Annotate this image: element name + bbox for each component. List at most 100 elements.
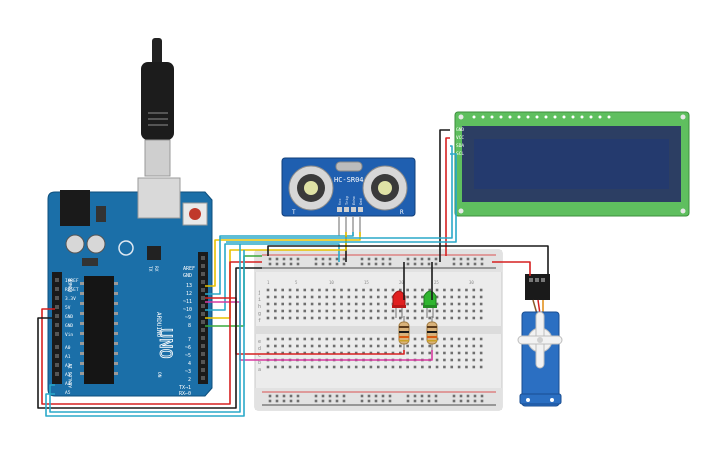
row-b: b xyxy=(258,360,261,366)
power-jack xyxy=(60,190,90,226)
row-c: c xyxy=(258,353,261,359)
sensor-gnd-label: Gnd xyxy=(359,199,363,206)
green-led xyxy=(423,290,437,318)
capacitor-right xyxy=(86,234,106,254)
col-15: 15 xyxy=(364,280,369,285)
pin-0-label: RX←0 xyxy=(179,391,191,397)
usb-cable xyxy=(141,38,174,177)
power-section-label: POWER xyxy=(68,278,74,292)
wire-servo-gnd xyxy=(267,245,549,280)
wire-lcd-vcc xyxy=(445,137,450,256)
pin-1-label: TX→1 xyxy=(179,385,191,391)
pin-12-label: 12 xyxy=(186,291,192,297)
pin-10-label: ~10 xyxy=(183,307,192,313)
usb-port xyxy=(137,177,181,219)
lcd-vcc-label: VCC xyxy=(456,135,464,141)
arduino-model-text: UNO xyxy=(155,328,175,359)
col-25: 25 xyxy=(434,280,439,285)
pin-13-label: 13 xyxy=(186,283,192,289)
gnd-label: GND xyxy=(183,273,192,279)
capacitor-left xyxy=(65,234,85,254)
reset-button[interactable] xyxy=(189,208,201,220)
a3-label: A3 xyxy=(65,372,71,378)
sensor-r-label: R xyxy=(400,209,404,216)
sensor-name: HC-SR04 xyxy=(334,176,364,184)
col-5: 5 xyxy=(295,280,298,285)
wire-lcd-gnd xyxy=(439,129,450,262)
3v3-label: 3.3V xyxy=(65,296,76,302)
breadboard: j i h g f e d c b a 1 5 10 15 20 25 30 xyxy=(254,249,503,411)
aref-label: AREF xyxy=(183,266,195,272)
lcd-gnd-label: GND xyxy=(456,127,464,133)
arduino-logo-icon xyxy=(118,240,134,256)
atmega-chip xyxy=(84,276,114,384)
pin-2-label: 2 xyxy=(188,377,191,383)
sensor-echo-label: Echo xyxy=(352,196,356,205)
sensor-vcc-label: Vcc xyxy=(338,199,342,206)
red-led xyxy=(392,290,406,318)
pin-7-label: 7 xyxy=(188,337,191,343)
a0-label: A0 xyxy=(65,345,71,351)
wire-echo xyxy=(205,232,354,295)
a2-label: A2 xyxy=(65,363,71,369)
col-10: 10 xyxy=(329,280,334,285)
digital-header xyxy=(198,252,208,384)
servo-connector xyxy=(525,274,550,300)
row-e: e xyxy=(258,339,261,345)
power-analog-header xyxy=(52,272,62,384)
col-20: 20 xyxy=(399,280,404,285)
row-i: i xyxy=(258,297,261,303)
gnd2-label: GND xyxy=(65,323,73,329)
wire-5v xyxy=(41,261,262,405)
row-a: a xyxy=(258,367,261,373)
arduino-uno: AREF GND 13 12 ~11 ~10 ~9 8 7 ~6 ~5 4 ~3… xyxy=(47,177,213,397)
arduino-brand-text: ARDUINO xyxy=(155,312,162,338)
wire-green xyxy=(205,255,262,327)
lcd-i2c-display: GND VCC SDA SCL xyxy=(450,111,690,217)
pin-8-label: 8 xyxy=(188,323,191,329)
wire-a5-scl xyxy=(45,250,245,417)
rx-label: RX xyxy=(153,266,159,272)
reset-label: RESET xyxy=(65,287,79,293)
resistor-1 xyxy=(398,316,410,352)
5v-label: 5V xyxy=(65,305,71,311)
col-1: 1 xyxy=(267,280,270,285)
ioref-label: IOREF xyxy=(65,278,79,284)
pin-5-label: ~5 xyxy=(185,353,191,359)
pin-3-label: ~3 xyxy=(185,369,191,375)
pin-4-label: 4 xyxy=(188,361,191,367)
wire-servo-vcc xyxy=(492,261,531,276)
wires xyxy=(37,129,549,417)
row-h: h xyxy=(258,304,261,310)
on-label: ON xyxy=(156,372,162,378)
a4-label: A4 xyxy=(65,381,71,387)
lcd-scl-label: SCL xyxy=(456,151,464,157)
sensor-trig-label: Trig xyxy=(345,196,349,205)
tx-label: TX xyxy=(147,266,153,272)
servo-motor xyxy=(517,274,563,407)
sensor-t-label: T xyxy=(292,209,296,216)
wire-yellow-2 xyxy=(205,232,347,319)
hc-sr04-sensor: HC-SR04 T R Vcc Trig Echo Gnd xyxy=(281,157,416,236)
vin-label: Vin xyxy=(65,332,73,338)
row-d: d xyxy=(258,346,261,352)
pin-11-label: ~11 xyxy=(183,299,192,305)
lcd-sda-label: SDA xyxy=(456,143,464,149)
row-f: f xyxy=(258,318,261,324)
wire-a4-sda xyxy=(49,244,241,413)
a5-label: A5 xyxy=(65,390,71,396)
col-30: 30 xyxy=(469,280,474,285)
row-g: g xyxy=(258,311,261,317)
wire-lcd-scl xyxy=(226,153,457,243)
row-j: j xyxy=(258,290,261,296)
analog-section-label: ANALOG IN xyxy=(68,363,74,388)
gnd1-label: GND xyxy=(65,314,73,320)
lcd-screen xyxy=(474,139,669,189)
pin-6-label: ~6 xyxy=(185,345,191,351)
pin-9-label: ~9 xyxy=(185,315,191,321)
resistor-2 xyxy=(426,316,438,352)
a1-label: A1 xyxy=(65,354,71,360)
wire-lcd-sda xyxy=(220,145,453,239)
